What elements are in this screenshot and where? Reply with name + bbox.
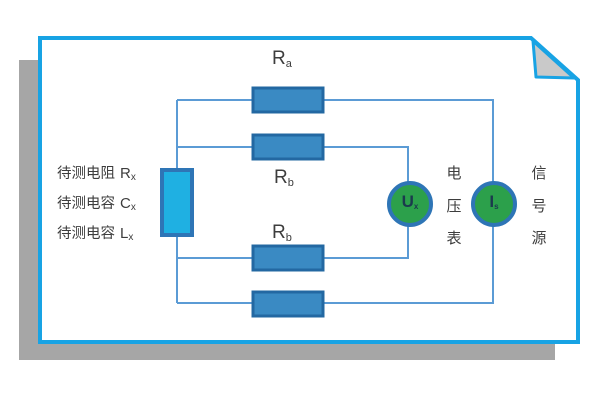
source-caption: 信号源 (531, 165, 547, 247)
resistor-top-symbol: R (272, 48, 286, 69)
resistor-second (251, 133, 325, 161)
source-symbol: I (489, 192, 495, 211)
voltmeter-circle (387, 181, 433, 227)
voltmeter-caption: 电压表 (446, 165, 462, 247)
dut-caption: 待测电阻 Rx 待测电容 Cx 待测电容 Lx (57, 166, 136, 256)
resistor-top (251, 86, 325, 114)
source-subscript: s (494, 202, 499, 211)
dut-caption-line: 待测电容 Lx (57, 226, 136, 256)
resistor-bottom (251, 290, 325, 318)
resistor-mid-symbol: R (274, 167, 288, 188)
dut-line2-subscript: x (130, 202, 136, 213)
source-label: Is (479, 192, 509, 212)
resistor-lower-label: Rb (272, 222, 292, 244)
resistor-mid-label: Rb (274, 167, 294, 189)
voltmeter-symbol: U (401, 192, 414, 211)
resistor-lower-subscript: b (285, 232, 292, 244)
resistor-mid-subscript: b (287, 177, 294, 189)
dut-line2-symbol: C (120, 195, 131, 212)
dut-line1-text: 待测电阻 (57, 166, 115, 182)
dut-line3-subscript: x (128, 232, 134, 243)
resistor-third (251, 244, 325, 272)
fold-corner-icon (531, 39, 576, 80)
dut-line3-text: 待测电容 (57, 226, 115, 242)
dut-line1-subscript: x (130, 172, 136, 183)
page-sheet (38, 36, 580, 344)
voltmeter-label: Ux (395, 192, 425, 212)
dut-component (160, 168, 194, 237)
resistor-top-subscript: a (285, 58, 292, 70)
voltmeter-subscript: x (413, 202, 419, 211)
dut-caption-line: 待测电容 Cx (57, 196, 136, 226)
dut-line1-symbol: R (120, 165, 131, 182)
dut-caption-line: 待测电阻 Rx (57, 166, 136, 196)
source-circle (471, 181, 517, 227)
resistor-lower-symbol: R (272, 222, 286, 243)
dut-line2-text: 待测电容 (57, 196, 115, 212)
resistor-top-label: Ra (272, 48, 292, 70)
dut-line3-symbol: L (120, 225, 129, 242)
